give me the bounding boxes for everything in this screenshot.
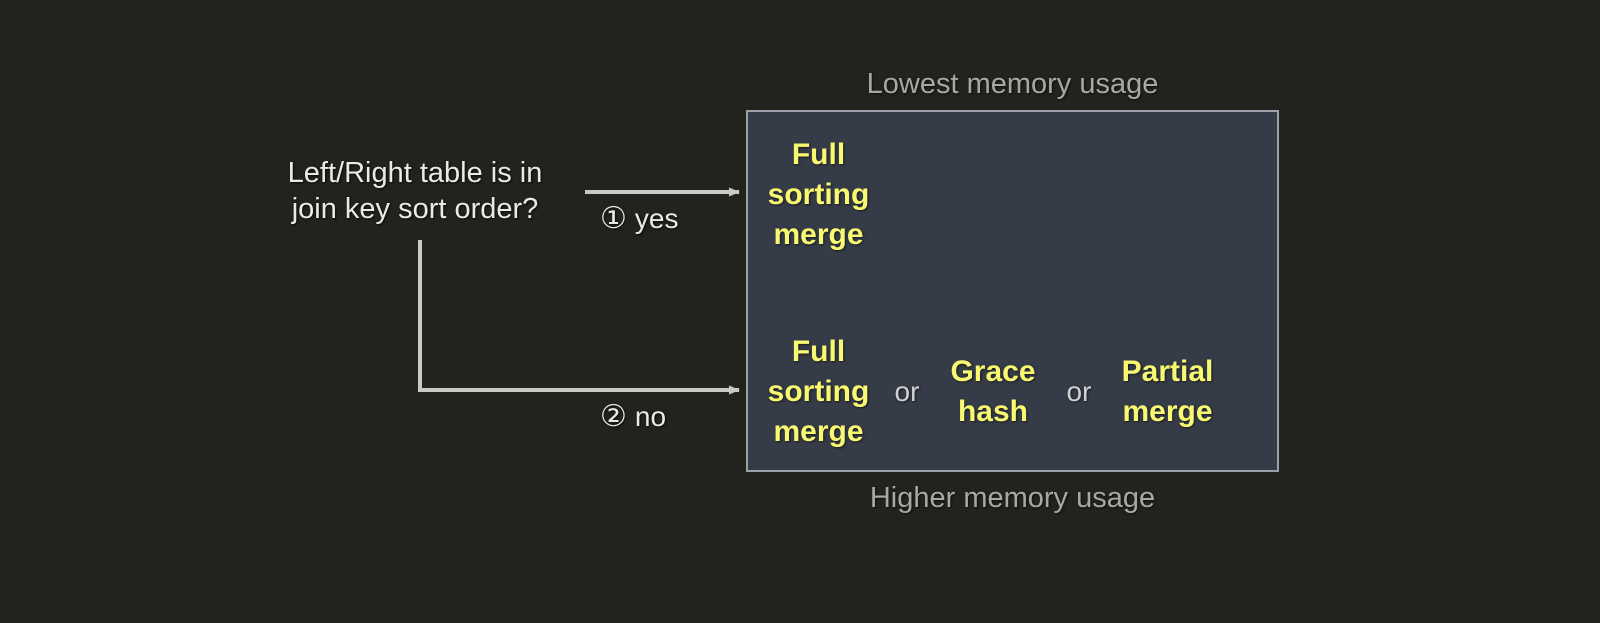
outcome-row-unsorted: Full sorting merge or Grace hash or Part…: [748, 327, 1281, 457]
caption-lowest-memory: Lowest memory usage: [866, 68, 1159, 100]
option-grace-hash: Grace hash: [950, 355, 1036, 428]
branch-text-1: yes: [634, 203, 679, 234]
branch-marker-2: ②: [600, 400, 627, 433]
branch-text-2: no: [634, 401, 667, 432]
arrow-no: [418, 240, 740, 395]
option-full-sorting-merge: Full sorting merge: [767, 335, 870, 448]
caption-higher-memory: Higher memory usage: [869, 482, 1156, 514]
branch-marker-1: ①: [600, 202, 627, 235]
separator-or: or: [894, 376, 920, 407]
outcome-panel: Full sorting merge Full sorting merge or…: [746, 110, 1279, 472]
decision-question: Left/Right table is in join key sort ord…: [287, 157, 543, 225]
separator-or: or: [1066, 376, 1092, 407]
outcome-row-sorted: Full sorting merge: [748, 130, 1281, 260]
option-partial-merge: Partial merge: [1121, 355, 1214, 428]
option-full-sorting-merge: Full sorting merge: [767, 138, 870, 251]
